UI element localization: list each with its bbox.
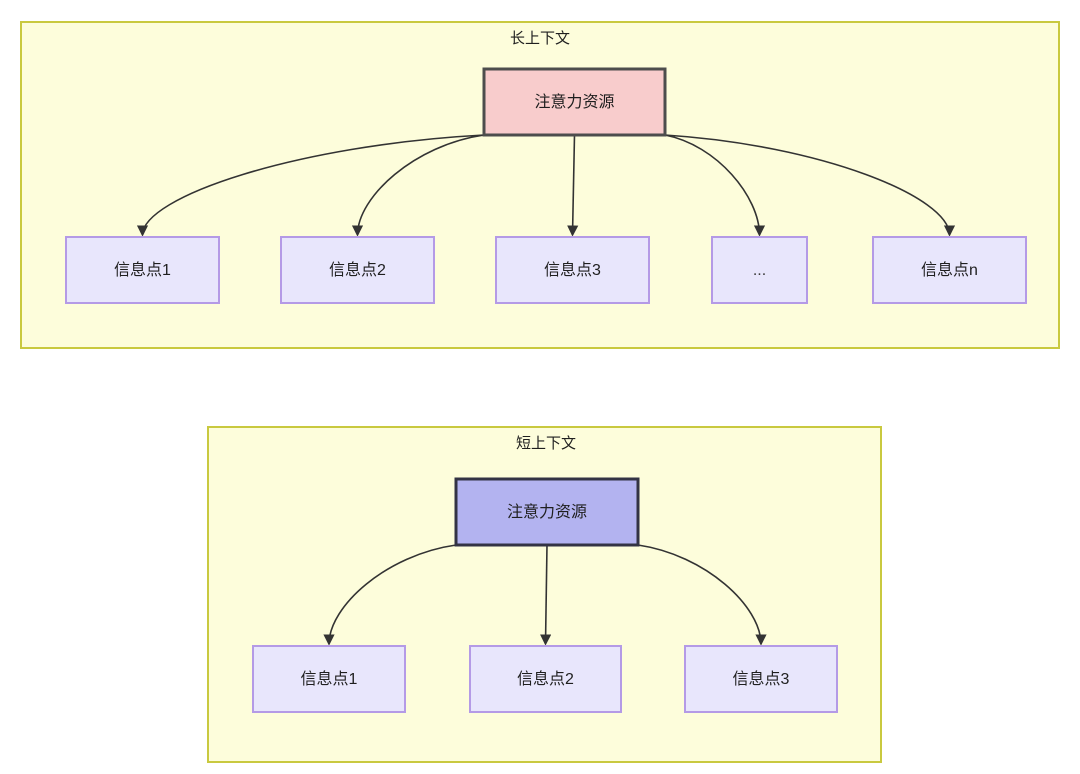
edge-short-context-1 <box>540 544 552 646</box>
node-label-info-point-long-context-3: 信息点3 <box>544 261 601 279</box>
edge-long-context-3 <box>664 134 766 237</box>
node-box-info-point-long-context-4[interactable] <box>711 236 808 304</box>
edge-long-context-4 <box>664 134 956 237</box>
node-info-point-short-context-2[interactable]: 信息点2 <box>469 645 622 713</box>
edge-long-context-2 <box>567 134 579 237</box>
edges-long-context <box>136 134 956 237</box>
edge-long-context-1 <box>351 134 485 237</box>
node-label-info-point-long-context-2: 信息点2 <box>329 261 386 279</box>
node-info-point-long-context-3[interactable]: 信息点3 <box>495 236 650 304</box>
node-label-info-point-short-context-3: 信息点3 <box>733 670 790 688</box>
node-box-info-point-short-context-3[interactable] <box>684 645 838 713</box>
node-info-point-long-context-2[interactable]: 信息点2 <box>280 236 435 304</box>
node-info-point-long-context-1[interactable]: 信息点1 <box>65 236 220 304</box>
node-label-info-point-long-context-1: 信息点1 <box>114 261 171 279</box>
node-label-info-point-short-context-1: 信息点1 <box>301 670 358 688</box>
node-info-point-long-context-5[interactable]: 信息点n <box>872 236 1027 304</box>
edges-short-context <box>323 544 767 646</box>
node-label-info-point-short-context-2: 信息点2 <box>517 670 574 688</box>
node-label-attention-resource-long-context: 注意力资源 <box>534 92 614 111</box>
edge-short-context-2 <box>637 544 767 646</box>
node-box-info-point-long-context-5[interactable] <box>872 236 1027 304</box>
node-box-info-point-short-context-2[interactable] <box>469 645 622 713</box>
node-info-point-short-context-3[interactable]: 信息点3 <box>684 645 838 713</box>
edge-long-context-0 <box>136 134 485 237</box>
node-label-info-point-long-context-5: 信息点n <box>921 261 978 279</box>
panel-title-short-context: 短上下文 <box>516 435 576 452</box>
node-box-attention-resource-long-context[interactable] <box>482 67 667 137</box>
node-attention-resource-long-context[interactable]: 注意力资源 <box>482 67 667 137</box>
node-label-info-point-long-context-4: ... <box>753 262 766 279</box>
node-box-attention-resource-short-context[interactable] <box>454 477 640 547</box>
node-info-point-long-context-4[interactable]: ... <box>711 236 808 304</box>
node-box-info-point-long-context-2[interactable] <box>280 236 435 304</box>
node-box-info-point-short-context-1[interactable] <box>252 645 406 713</box>
node-attention-resource-short-context[interactable]: 注意力资源 <box>454 477 640 547</box>
edge-short-context-0 <box>323 544 457 646</box>
node-box-info-point-long-context-3[interactable] <box>495 236 650 304</box>
node-box-info-point-long-context-1[interactable] <box>65 236 220 304</box>
node-label-attention-resource-short-context: 注意力资源 <box>507 502 587 521</box>
panel-title-long-context: 长上下文 <box>510 30 570 47</box>
node-info-point-short-context-1[interactable]: 信息点1 <box>252 645 406 713</box>
